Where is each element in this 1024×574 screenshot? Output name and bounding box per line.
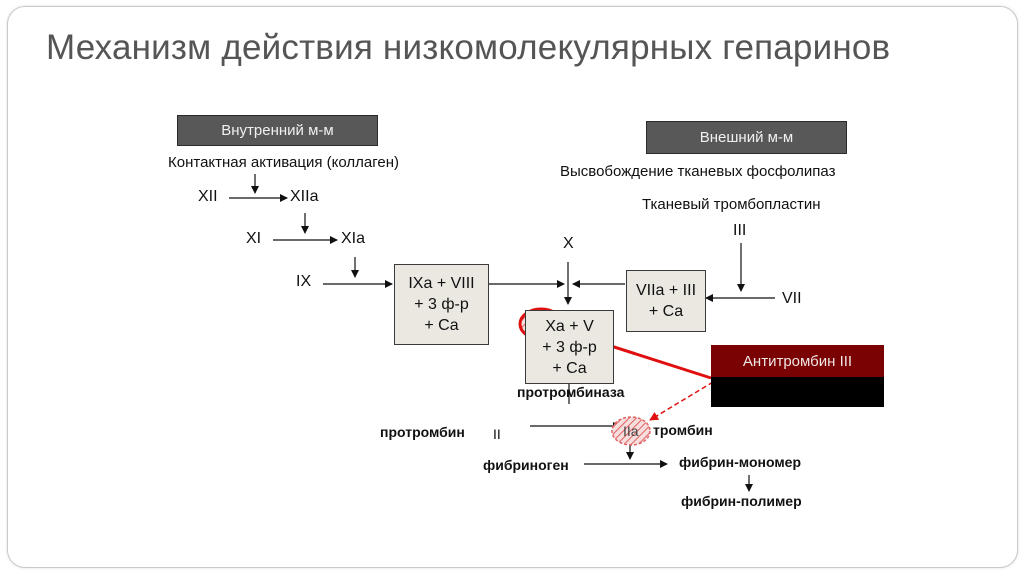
iia-highlight-circle bbox=[611, 416, 651, 446]
antithrombin-iia-line bbox=[649, 381, 714, 421]
viia-complex-box: VIIa + III + Ca bbox=[626, 270, 706, 332]
antithrombin-box: Антитромбин III bbox=[711, 345, 884, 377]
factor-ii: II bbox=[493, 426, 501, 442]
ixa-complex-box: IXa + VIII + 3 ф-р + Ca bbox=[394, 264, 489, 345]
ixa-line-1: IXa + VIII bbox=[408, 275, 475, 292]
thrombin-label: тромбин bbox=[653, 422, 713, 438]
fibrinogen-label: фибриноген bbox=[483, 457, 569, 473]
factor-xii: XII bbox=[198, 188, 218, 205]
slide bbox=[7, 6, 1018, 568]
tissue-thromboplastin-label: Тканевый тромбопластин bbox=[642, 196, 821, 213]
tissue-phospholipase-label: Высвобождение тканевых фосфолипаз bbox=[560, 163, 836, 180]
viia-line-1: VIIa + III bbox=[635, 282, 697, 299]
ixa-line-3: + Ca bbox=[424, 317, 459, 334]
xa-line-3: + Ca bbox=[552, 359, 587, 377]
xa-complex-box: Xa + V + 3 ф-р + Ca bbox=[525, 310, 614, 384]
xa-label: Xa bbox=[545, 317, 565, 335]
factor-xi: XI bbox=[246, 230, 262, 247]
factor-xiia: XIIa bbox=[290, 188, 319, 205]
factor-iii: III bbox=[733, 222, 747, 239]
factor-x: X bbox=[563, 235, 574, 252]
fibrin-monomer-label: фибрин-мономер bbox=[679, 454, 802, 470]
fibrin-polymer-label: фибрин-полимер bbox=[681, 493, 802, 509]
intrinsic-header: Внутренний м-м bbox=[177, 115, 378, 146]
contact-activation-label: Контактная активация (коллаген) bbox=[168, 154, 399, 171]
ixa-line-2: + 3 ф-р bbox=[414, 296, 469, 313]
prothrombin-label: протромбин bbox=[380, 424, 465, 440]
factor-xia: XIa bbox=[341, 230, 366, 247]
xa-line-2: + 3 ф-р bbox=[542, 338, 597, 356]
factor-iia: IIa bbox=[623, 423, 639, 439]
slide-title: Механизм действия низкомолекулярных гепа… bbox=[46, 28, 891, 67]
xa-line-1: Xa + V bbox=[526, 316, 613, 337]
viia-line-2: + Ca bbox=[648, 303, 684, 320]
xa-plus-v: + V bbox=[569, 317, 594, 335]
factor-vii: VII bbox=[782, 290, 802, 307]
extrinsic-header: Внешний м-м bbox=[646, 121, 847, 154]
factor-ix: IX bbox=[296, 273, 312, 290]
prothrombinase-label: протромбиназа bbox=[517, 384, 625, 400]
antithrombin-box-bottom bbox=[711, 377, 884, 407]
